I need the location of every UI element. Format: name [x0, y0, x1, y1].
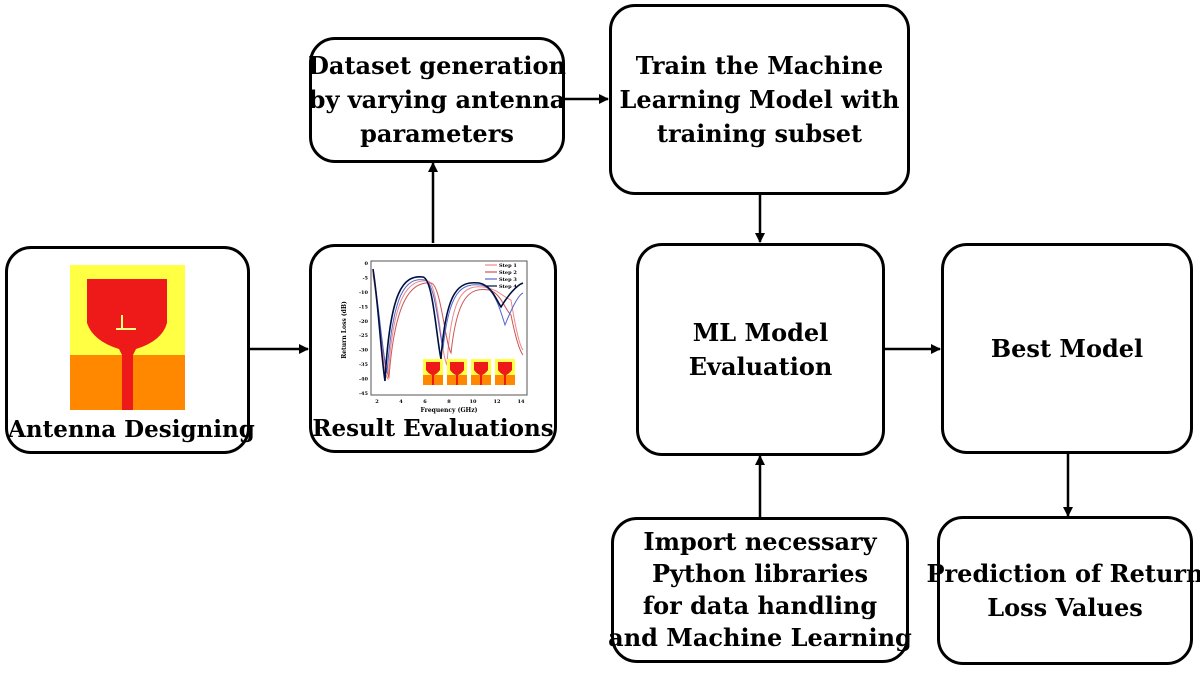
import-libraries-box: Import necessary Python libraries for da… — [608, 517, 912, 663]
plot-xlabel: Frequency (GHz) — [421, 407, 478, 414]
dataset-generation-line-2: by varying antenna — [308, 85, 566, 114]
import-libraries-line-2: Python libraries — [651, 559, 869, 588]
plot-y-tick: -25 — [359, 333, 369, 339]
plot-y-tick: -5 — [362, 275, 368, 281]
plot-y-tick: -15 — [359, 304, 369, 310]
return-loss-plot: Return Loss (dB) Frequency (GHz) 0 -5 -10 -… — [341, 260, 528, 414]
antenna-patch — [87, 279, 167, 355]
plot-x-tick: 14 — [518, 399, 525, 405]
ml-model-evaluation-box: ML Model Evaluation — [636, 243, 885, 456]
plot-y-tick: -40 — [359, 377, 369, 383]
plot-frame — [370, 260, 528, 396]
plot-curve-step4 — [372, 268, 524, 382]
antenna-slot — [116, 315, 136, 330]
plot-antenna-insets — [423, 359, 515, 385]
result-evaluations-label: Result Evaluations — [312, 415, 554, 442]
plot-x-tick: 2 — [375, 399, 379, 405]
plot-x-tick: 6 — [423, 399, 427, 405]
plot-ylabel: Return Loss (dB) — [341, 301, 348, 359]
plot-y-tick: -30 — [359, 348, 369, 354]
dataset-generation-line-3: parameters — [360, 119, 514, 148]
antenna-feedline — [122, 349, 133, 410]
plot-x-tick: 4 — [399, 399, 403, 405]
plot-x-tick: 8 — [447, 399, 451, 405]
antenna-designing-label: Antenna Designing — [8, 416, 255, 443]
dataset-generation-line-1: Dataset generation — [308, 51, 566, 80]
train-model-line-2: Learning Model with — [619, 84, 900, 114]
antenna-image — [70, 265, 185, 410]
plot-y-tick: -10 — [359, 290, 369, 296]
prediction-line-2: Loss Values — [987, 592, 1143, 622]
plot-x-tick: 10 — [470, 399, 477, 405]
plot-x-tick: 12 — [494, 399, 501, 405]
plot-legend-label: Step 4 — [499, 284, 517, 290]
plot-legend-label: Step 1 — [499, 263, 517, 269]
result-evaluations-box: Return Loss (dB) Frequency (GHz) 0 -5 -10 -… — [309, 244, 557, 453]
train-model-line-3: training subset — [656, 118, 863, 148]
dataset-generation-box: Dataset generation by varying antenna pa… — [308, 37, 566, 163]
plot-legend-label: Step 3 — [499, 277, 517, 283]
plot-legend-label: Step 2 — [499, 270, 517, 276]
plot-y-tick: -20 — [359, 319, 369, 325]
plot-y-tick: -35 — [359, 362, 369, 368]
best-model-line-1: Best Model — [990, 333, 1144, 363]
import-libraries-line-1: Import necessary — [643, 527, 877, 556]
best-model-box: Best Model — [941, 243, 1193, 454]
ml-model-evaluation-line-2: Evaluation — [688, 351, 833, 381]
plot-y-tick: -45 — [359, 391, 369, 397]
import-libraries-line-3: for data handling — [642, 591, 878, 620]
train-model-line-1: Train the Machine — [635, 50, 884, 80]
train-model-box: Train the Machine Learning Model with tr… — [609, 4, 910, 195]
import-libraries-line-4: and Machine Learning — [608, 623, 912, 652]
plot-y-tick: 0 — [365, 261, 369, 267]
prediction-box: Prediction of Return Loss Values — [926, 516, 1200, 665]
prediction-line-1: Prediction of Return — [926, 558, 1200, 588]
plot-curve-step1 — [372, 274, 524, 381]
antenna-designing-box: Antenna Designing — [5, 246, 255, 454]
ml-model-evaluation-line-1: ML Model — [692, 317, 829, 347]
